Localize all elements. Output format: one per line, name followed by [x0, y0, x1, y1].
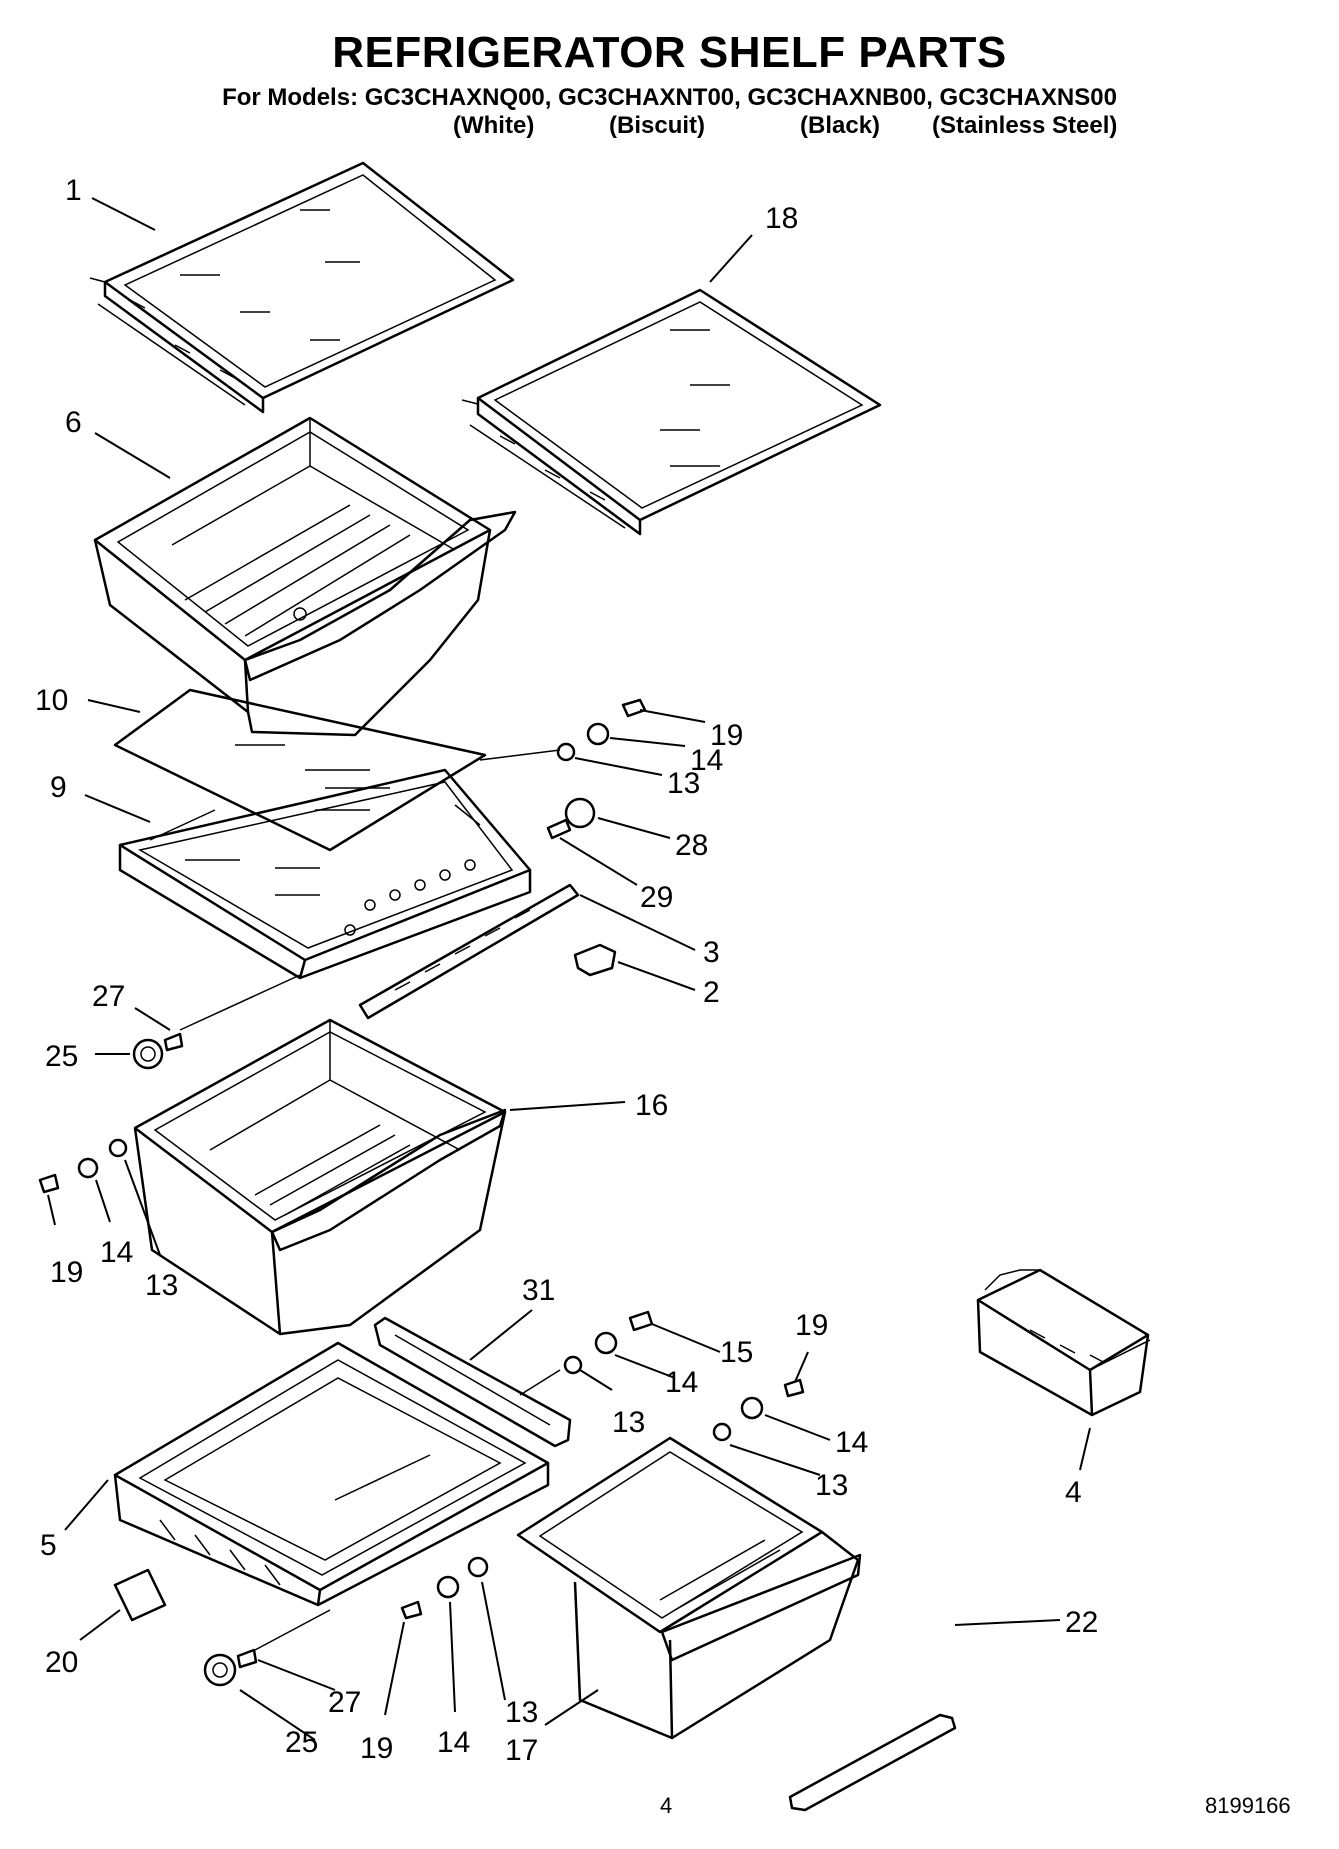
callout-16: 16: [635, 1089, 668, 1122]
glass-shelf-18: [461, 288, 882, 536]
variant-stainless-steel: (Stainless Steel): [932, 112, 1118, 139]
callout-4: 4: [1065, 1476, 1082, 1509]
callout-14-lower: 14: [437, 1726, 470, 1759]
callout-13-left: 13: [145, 1269, 178, 1302]
crisper-drawer-6: [93, 416, 517, 737]
callout-2: 2: [703, 976, 720, 1009]
callout-27-lower: 27: [328, 1686, 361, 1719]
crisper-cover-9: [118, 768, 532, 980]
callout-20: 20: [45, 1646, 78, 1679]
callout-14-left: 14: [100, 1236, 133, 1269]
callout-9: 9: [50, 771, 67, 804]
callout-29: 29: [640, 881, 673, 914]
callout-19-left: 19: [50, 1256, 83, 1289]
callout-14-mid: 14: [665, 1366, 698, 1399]
callout-5: 5: [40, 1529, 57, 1562]
callout-27: 27: [92, 980, 125, 1013]
callout-labels: 1 18 6 10 19 14 13 9 28 29 3 2 27 25 16 …: [35, 174, 1098, 1767]
callout-10: 10: [35, 684, 68, 717]
clip-2: [573, 943, 617, 977]
page-title: REFRIGERATOR SHELF PARTS: [332, 28, 1007, 77]
upper-hardware: [479, 698, 647, 840]
callout-19: 19: [710, 719, 743, 752]
bracket-31: [373, 1316, 572, 1448]
models-line: For Models: GC3CHAXNQ00, GC3CHAXNT00, GC…: [222, 84, 1117, 111]
callout-22: 22: [1065, 1606, 1098, 1639]
callout-28: 28: [675, 829, 708, 862]
callout-14-right: 14: [835, 1426, 868, 1459]
callout-13-lower: 13: [505, 1696, 538, 1729]
callout-19-lower: 19: [360, 1732, 393, 1765]
document-number: 8199166: [1205, 1793, 1291, 1818]
cap-20: [113, 1568, 167, 1622]
callout-1: 1: [65, 174, 82, 207]
leader-lines: [47, 197, 1091, 1741]
left-hardware: [38, 1138, 128, 1194]
variant-biscuit: (Biscuit): [609, 112, 705, 139]
support-rail-3: [358, 883, 580, 1020]
page-number: 4: [660, 1793, 673, 1818]
drawer-17: [516, 1436, 862, 1740]
knob-25-lower: [203, 1609, 331, 1687]
glass-panel-10: [113, 688, 487, 852]
callout-6: 6: [65, 406, 82, 439]
glass-shelf-1: [89, 161, 515, 414]
callout-25-lower: 25: [285, 1726, 318, 1759]
variant-black: (Black): [800, 112, 881, 139]
callout-18: 18: [765, 202, 798, 235]
callout-13-mid: 13: [612, 1406, 645, 1439]
frame-5: [113, 1341, 550, 1607]
callout-25: 25: [45, 1040, 78, 1073]
callout-15: 15: [720, 1336, 753, 1369]
knob-25-upper: [132, 974, 301, 1070]
callout-13-right: 13: [815, 1469, 848, 1502]
callout-19-right: 19: [795, 1309, 828, 1342]
lower-hardware: [400, 1556, 489, 1620]
right-hardware: [519, 1310, 805, 1442]
callout-31: 31: [522, 1274, 555, 1307]
bin-4: [976, 1268, 1151, 1417]
callout-13: 13: [667, 767, 700, 800]
callout-3: 3: [703, 936, 720, 969]
handle-22: [788, 1713, 957, 1812]
variant-white: (White): [453, 112, 535, 139]
crisper-drawer-16: [133, 1018, 507, 1336]
callout-14: 14: [690, 744, 723, 777]
callout-17: 17: [505, 1734, 538, 1767]
